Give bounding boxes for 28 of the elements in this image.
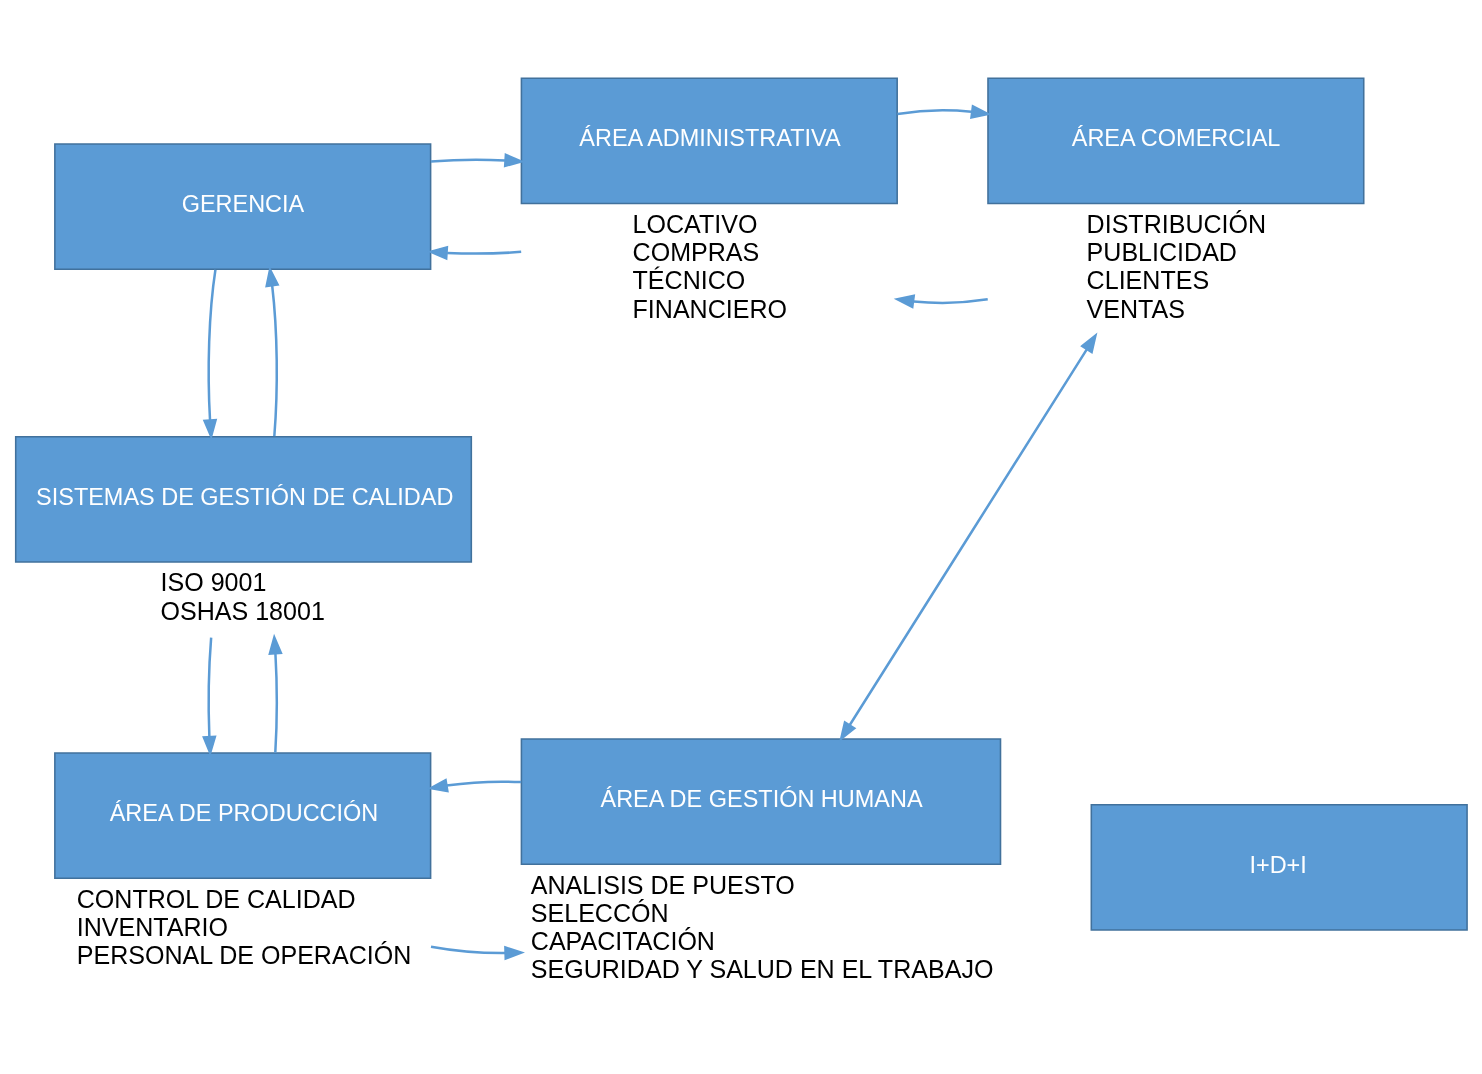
arrow bbox=[430, 945, 525, 961]
node-label: LOCATIVO bbox=[632, 209, 758, 238]
arrow bbox=[268, 633, 283, 753]
node-label: VENTAS bbox=[1086, 294, 1185, 323]
node-label: CONTROL DE CALIDAD bbox=[76, 884, 356, 913]
arrow bbox=[202, 637, 217, 757]
arrow bbox=[839, 332, 1098, 742]
node-label: PERSONAL DE OPERACIÓN bbox=[76, 941, 412, 970]
arrow bbox=[897, 104, 992, 119]
node-label: PUBLICIDAD bbox=[1086, 238, 1237, 267]
arrow bbox=[202, 269, 218, 440]
node-label: TÉCNICO bbox=[632, 266, 746, 295]
node-label: CAPACITACIÓN bbox=[530, 927, 715, 956]
node-label: SEGURIDAD Y SALUD EN EL TRABAJO bbox=[530, 955, 994, 984]
arrow bbox=[430, 153, 525, 168]
node-label: FINANCIERO bbox=[632, 294, 788, 323]
arrow bbox=[427, 778, 522, 793]
node-label: DISTRIBUCIÓN bbox=[1086, 209, 1267, 238]
node-label: SELECCÓN bbox=[530, 898, 669, 927]
node-label: COMPRAS bbox=[632, 238, 760, 267]
node-label: ANALISIS DE PUESTO bbox=[530, 870, 795, 899]
node-label: OSHAS 18001 bbox=[160, 596, 325, 625]
arrow bbox=[427, 245, 522, 261]
arrow bbox=[893, 294, 988, 309]
node-label: ISO 9001 bbox=[160, 568, 267, 597]
arrow bbox=[265, 266, 280, 437]
node-label: INVENTARIO bbox=[76, 912, 228, 941]
node-label: CLIENTES bbox=[1086, 266, 1210, 295]
